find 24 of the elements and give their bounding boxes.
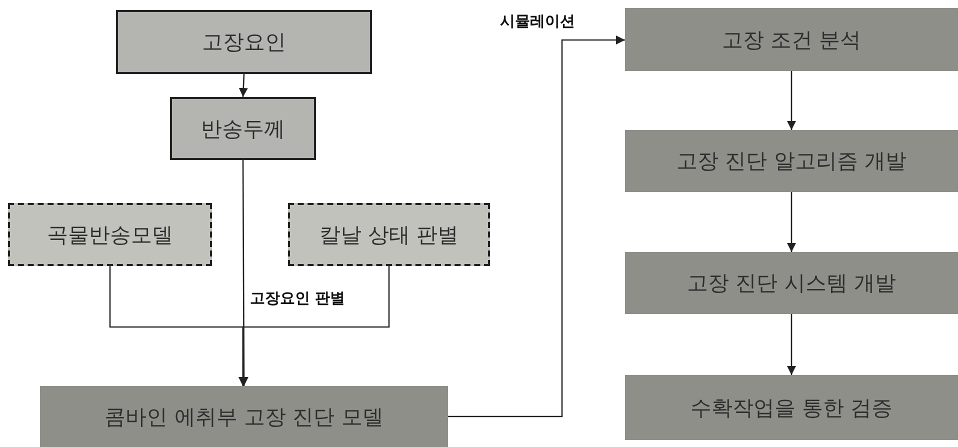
box-label: 고장 진단 시스템 개발 [686,270,896,297]
box-label: 고장 조건 분석 [722,26,862,54]
box-label: 수확작업을 통한 검증 [690,394,893,422]
process-box [116,10,372,74]
process-box [170,97,316,160]
box-label: 칼날 상태 판별 [319,222,459,248]
box-label: 곡물반송모델 [47,222,173,248]
process-box [625,130,958,192]
box-label: 고장 진단 알고리즘 개발 [676,148,907,175]
arrow [787,71,796,130]
arrow [787,314,796,375]
box-label: 반송두께 [201,116,285,142]
process-box [625,252,958,314]
arrow [448,36,625,418]
arrow [238,74,248,98]
process-box [288,203,490,266]
arrow [238,266,390,386]
arrow [787,192,796,252]
process-box [625,8,958,71]
process-box [625,375,958,440]
box-label: 콤바인 에취부 고장 진단 모델 [104,404,384,430]
process-box [8,203,212,266]
box-label: 고장요인 [202,29,286,56]
process-box [40,386,448,447]
